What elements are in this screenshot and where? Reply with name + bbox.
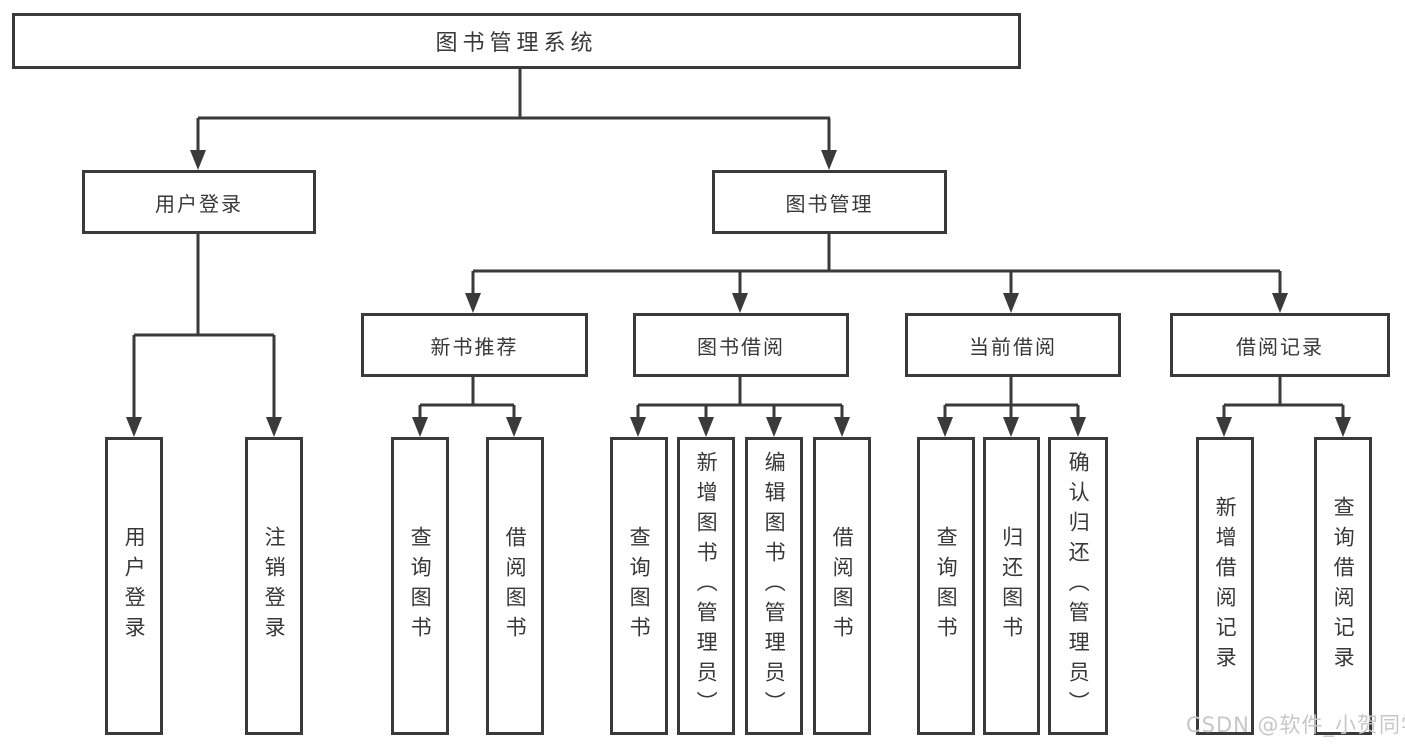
node-book-borrow: 图书借阅: [633, 313, 849, 377]
leaf-label: 借阅图书: [503, 526, 528, 646]
leaf-return-book: 归还图书: [983, 437, 1040, 735]
node-user-login: 用户登录: [82, 170, 316, 234]
watermark: CSDN @软件_小贺同学: [1186, 713, 1405, 737]
leaf-label: 借阅图书: [830, 526, 855, 646]
leaf-confirm-return-admin: 确认归还（管理员）: [1048, 437, 1108, 735]
leaf-query-book-recommend: 查询图书: [391, 437, 449, 735]
leaf-borrow-book-recommend: 借阅图书: [486, 437, 544, 735]
leaf-label: 注销登录: [262, 526, 287, 646]
connector-lines: [132, 66, 1345, 419]
leaf-query-borrow-record: 查询借阅记录: [1314, 437, 1372, 735]
arrow-down-heads-icon: [126, 150, 1351, 437]
leaf-label: 用户登录: [122, 526, 147, 646]
leaf-borrow-book-borrow: 借阅图书: [813, 437, 871, 735]
node-new-book-recommend: 新书推荐: [361, 313, 588, 377]
leaf-logout-login: 注销登录: [245, 437, 303, 735]
leaf-label: 确认归还（管理员）: [1066, 451, 1091, 721]
leaf-add-book-admin: 新增图书（管理员）: [677, 437, 735, 735]
leaf-query-book-current: 查询图书: [917, 437, 975, 735]
leaf-label: 归还图书: [999, 526, 1024, 646]
leaf-label: 查询图书: [408, 526, 433, 646]
leaf-edit-book-admin: 编辑图书（管理员）: [745, 437, 803, 735]
node-current-borrow: 当前借阅: [905, 313, 1121, 377]
node-borrow-records: 借阅记录: [1170, 313, 1390, 377]
leaf-label: 查询借阅记录: [1331, 496, 1356, 676]
leaf-label: 查询图书: [934, 526, 959, 646]
leaf-label: 查询图书: [627, 526, 652, 646]
leaf-query-book-borrow: 查询图书: [610, 437, 668, 735]
leaf-user-login: 用户登录: [105, 437, 163, 735]
node-root: 图书管理系统: [12, 13, 1021, 69]
leaf-label: 编辑图书（管理员）: [762, 451, 787, 721]
leaf-add-borrow-record: 新增借阅记录: [1196, 437, 1254, 735]
leaf-label: 新增借阅记录: [1213, 496, 1238, 676]
leaf-label: 新增图书（管理员）: [694, 451, 719, 721]
node-book-management: 图书管理: [712, 170, 947, 234]
